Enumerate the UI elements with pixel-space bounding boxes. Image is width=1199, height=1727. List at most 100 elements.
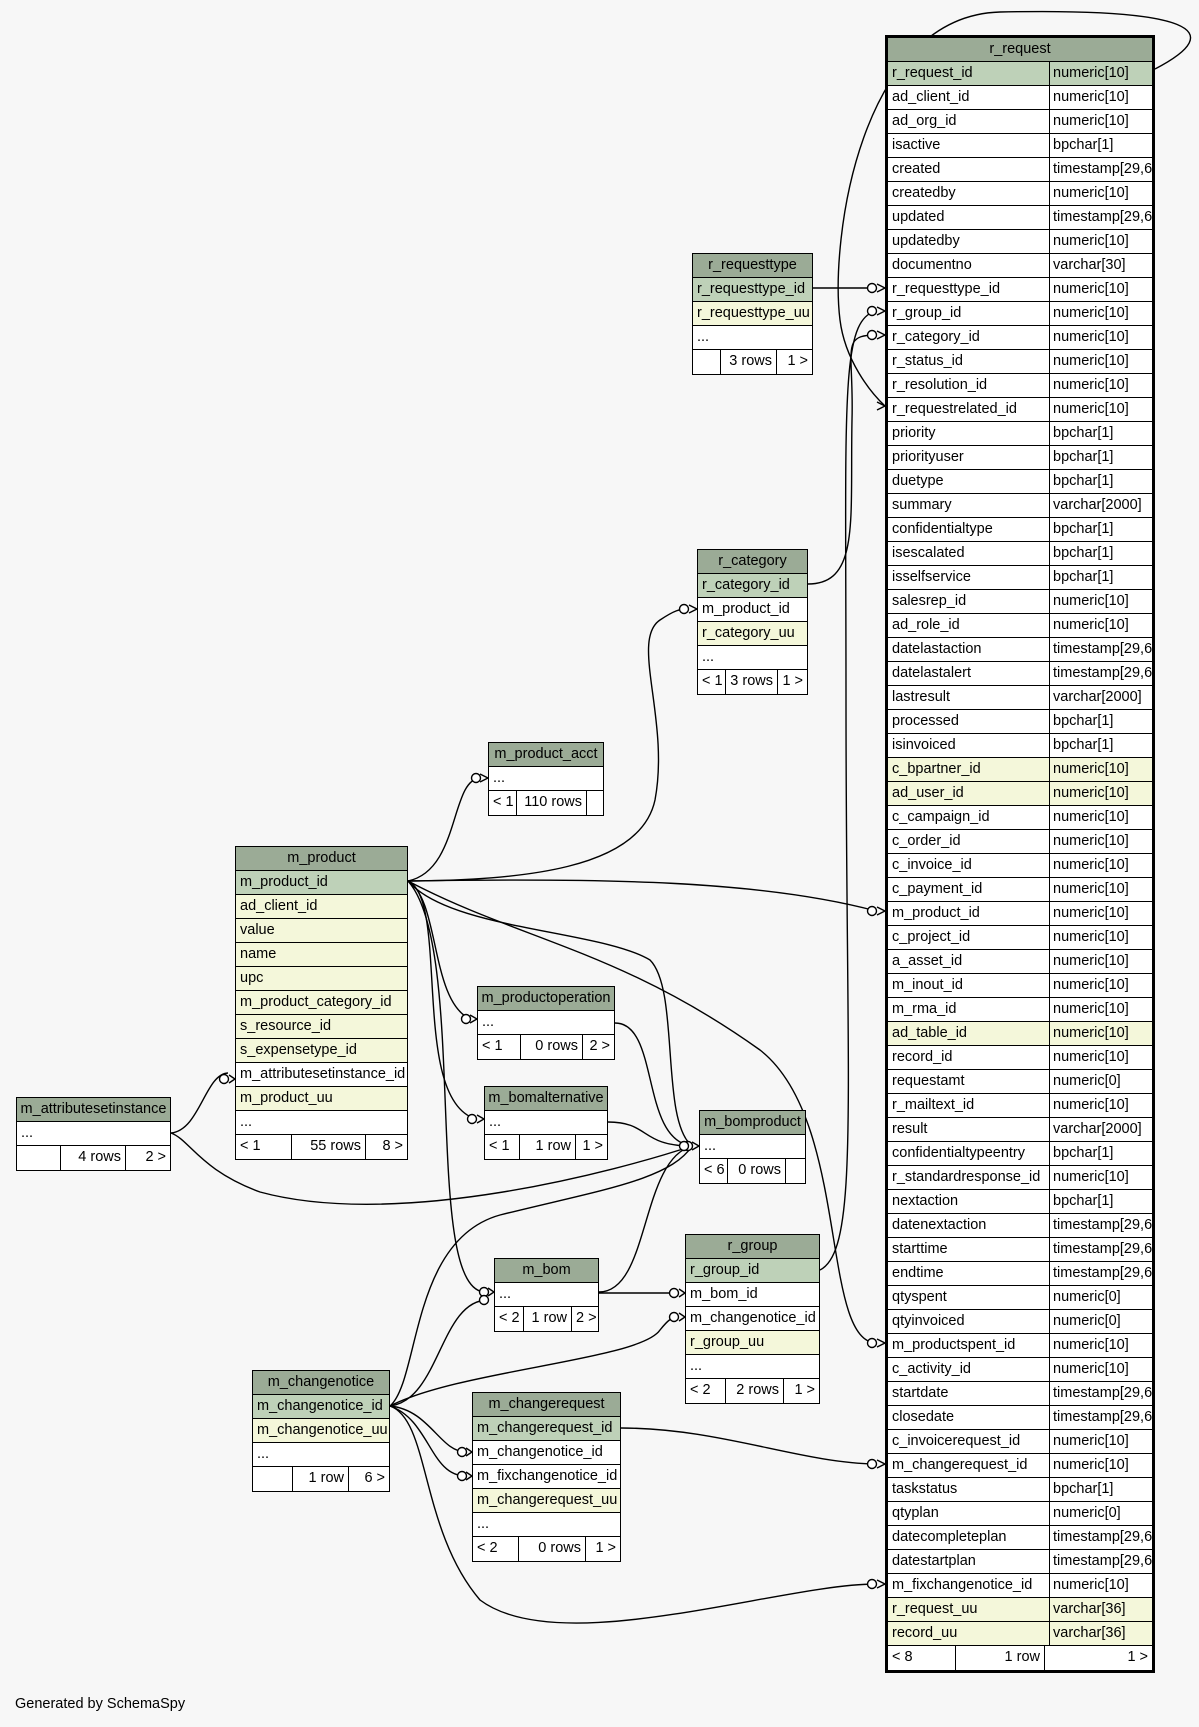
table-header[interactable]: r_category xyxy=(698,550,807,574)
table-header[interactable]: r_group xyxy=(686,1235,819,1259)
footer-children-link[interactable]: 1 > xyxy=(787,353,808,369)
column-row[interactable]: m_fixchangenotice_id xyxy=(473,1465,620,1489)
column-row[interactable]: m_attributesetinstance_id xyxy=(236,1063,407,1087)
column-row[interactable]: r_group_id xyxy=(686,1259,819,1283)
column-row[interactable]: upc xyxy=(236,967,407,991)
column-row[interactable]: ... xyxy=(489,767,603,791)
footer-parents-link[interactable]: < 2 xyxy=(495,1307,524,1331)
column-row[interactable]: name xyxy=(236,943,407,967)
column-row[interactable]: ... xyxy=(495,1283,598,1307)
column-row[interactable]: r_requesttype_id xyxy=(693,278,812,302)
column-row[interactable]: r_category_uu xyxy=(698,622,807,646)
table-header[interactable]: r_request xyxy=(888,38,1152,62)
footer-parents-link[interactable]: < 1 xyxy=(698,670,726,694)
table-header[interactable]: m_attributesetinstance xyxy=(17,1098,170,1122)
column-row[interactable]: ... xyxy=(700,1135,805,1159)
table-header[interactable]: m_product_acct xyxy=(489,743,603,767)
footer-children-link[interactable]: 2 > xyxy=(589,1038,610,1054)
table-header[interactable]: m_changenotice xyxy=(253,1371,389,1395)
footer-children-link[interactable]: 1 > xyxy=(1127,1649,1148,1665)
footer-parents-link[interactable]: < 1 xyxy=(485,1135,520,1159)
column-row[interactable]: ad_client_id xyxy=(236,895,407,919)
column-row[interactable]: m_changerequest_id xyxy=(473,1417,620,1441)
footer-children-link[interactable]: 1 > xyxy=(595,1540,616,1556)
table-header[interactable]: m_bomalternative xyxy=(485,1087,607,1111)
table-header[interactable]: m_productoperation xyxy=(478,987,614,1011)
column-row[interactable]: m_bom_id xyxy=(686,1283,819,1307)
column-row[interactable]: m_product_id xyxy=(698,598,807,622)
column-row[interactable]: m_product_id xyxy=(236,871,407,895)
footer-children-link[interactable]: 2 > xyxy=(576,1310,597,1326)
footer-parents-link[interactable] xyxy=(253,1467,293,1491)
column-row[interactable]: m_changenotice_id xyxy=(686,1307,819,1331)
column-row[interactable]: ... xyxy=(485,1111,607,1135)
column-row[interactable]: s_expensetype_id xyxy=(236,1039,407,1063)
footer-children-link[interactable]: 2 > xyxy=(145,1149,166,1165)
column-row[interactable]: s_resource_id xyxy=(236,1015,407,1039)
footer-parents-link[interactable]: < 2 xyxy=(473,1537,519,1561)
footer-parents-link[interactable]: < 8 xyxy=(888,1646,956,1670)
footer-children-link[interactable]: 8 > xyxy=(382,1138,403,1154)
footer-children-link[interactable] xyxy=(786,1159,805,1183)
column-row[interactable]: ... xyxy=(478,1011,614,1035)
column-row[interactable]: ... xyxy=(253,1443,389,1467)
column-row[interactable]: m_changerequest_uu xyxy=(473,1489,620,1513)
column-row[interactable]: r_group_uu xyxy=(686,1331,819,1355)
footer-children-link[interactable]: 6 > xyxy=(364,1470,385,1486)
table-header[interactable]: m_product xyxy=(236,847,407,871)
